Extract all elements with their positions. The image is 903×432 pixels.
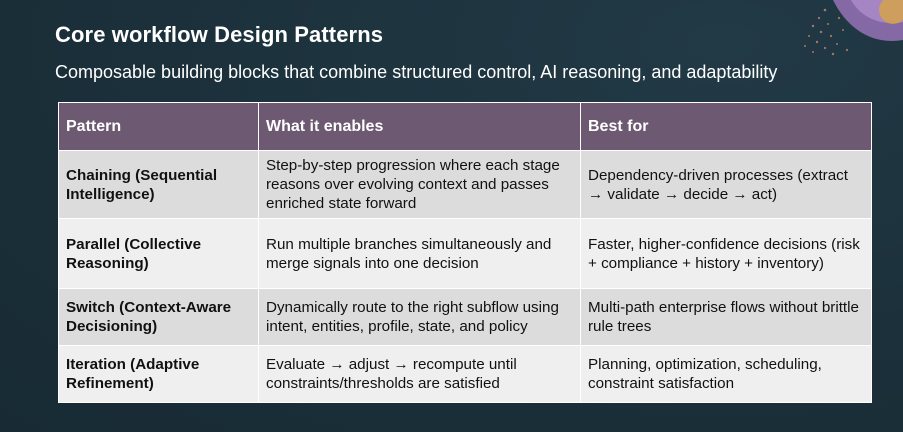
enables-cell: Step-by-step progression where each stag… xyxy=(258,150,581,219)
abstract-swirl-decoration-icon xyxy=(804,0,903,56)
table-header-row: Pattern What it enables Best for xyxy=(58,102,872,151)
best-for-cell: Faster, higher-confidence decisions (ris… xyxy=(580,218,872,289)
slide-subtitle: Composable building blocks that combine … xyxy=(55,62,778,82)
enables-cell: Evaluate → adjust → recompute until cons… xyxy=(258,345,581,403)
enables-cell: Run multiple branches simultaneously and… xyxy=(258,218,581,289)
column-header-pattern: Pattern xyxy=(58,102,259,151)
table-row: Switch (Context-Aware Decisioning) Dynam… xyxy=(58,288,872,346)
table-row: Parallel (Collective Reasoning) Run mult… xyxy=(58,218,872,289)
pattern-cell: Parallel (Collective Reasoning) xyxy=(58,218,259,289)
best-for-cell: Dependency-driven processes (extract → v… xyxy=(580,150,872,219)
enables-cell: Dynamically route to the right subflow u… xyxy=(258,288,581,346)
patterns-table: Pattern What it enables Best for Chainin… xyxy=(58,102,872,403)
column-header-best-for: Best for xyxy=(580,102,872,151)
best-for-cell: Planning, optimization, scheduling, cons… xyxy=(580,345,872,403)
slide-title: Core workflow Design Patterns xyxy=(55,22,384,47)
pattern-cell: Chaining (Sequential Intelligence) xyxy=(58,150,259,219)
table-row: Iteration (Adaptive Refinement) Evaluate… xyxy=(58,345,872,403)
pattern-cell: Iteration (Adaptive Refinement) xyxy=(58,345,259,403)
table-row: Chaining (Sequential Intelligence) Step-… xyxy=(58,150,872,219)
best-for-cell: Multi-path enterprise flows without brit… xyxy=(580,288,872,346)
pattern-cell: Switch (Context-Aware Decisioning) xyxy=(58,288,259,346)
column-header-what-it-enables: What it enables xyxy=(258,102,581,151)
